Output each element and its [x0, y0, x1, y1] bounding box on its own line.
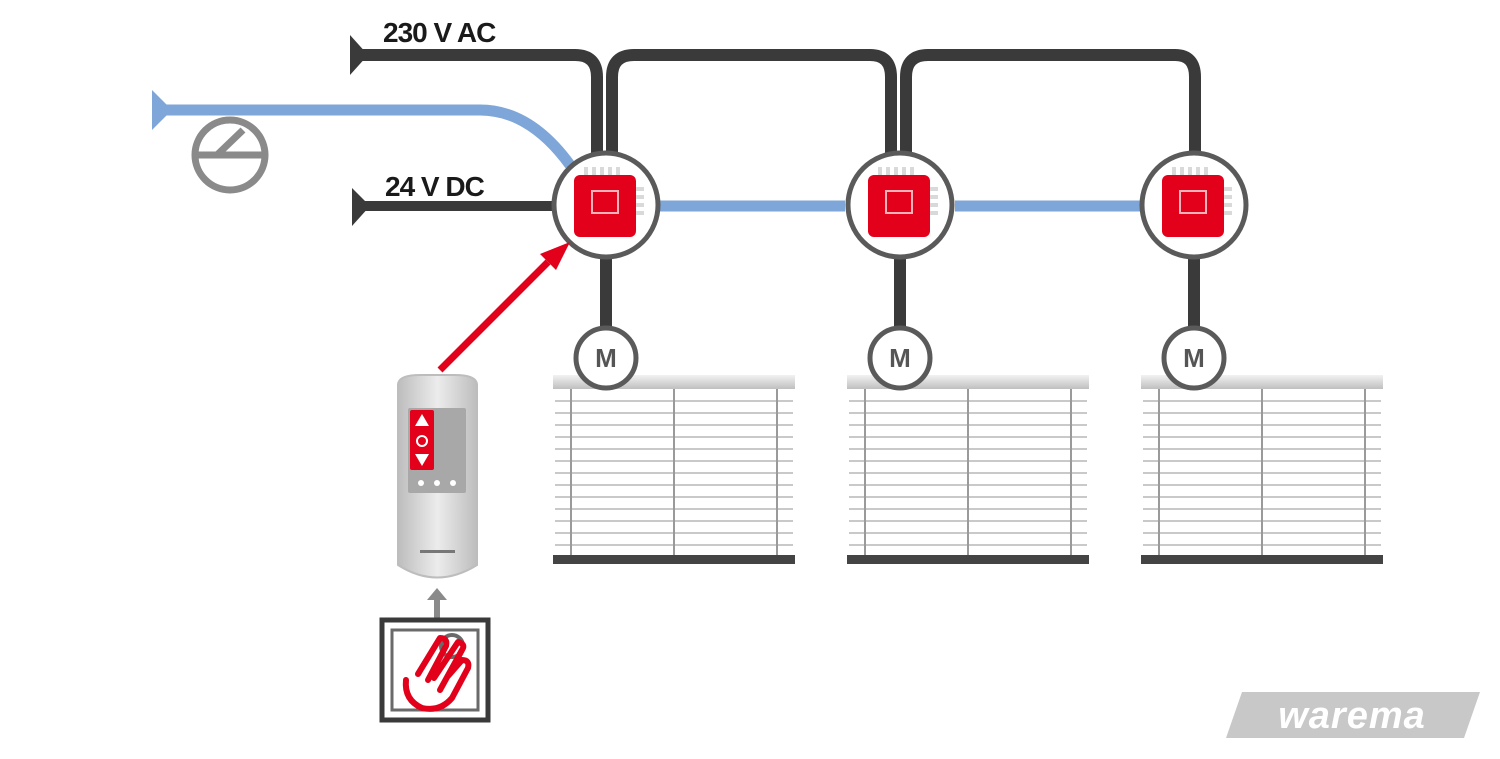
ac-supply-label: 230 V AC	[383, 17, 496, 48]
motor-2: M	[867, 325, 933, 391]
brand-logo: warema	[1226, 692, 1480, 738]
controller-1[interactable]	[551, 150, 661, 260]
blind-3[interactable]	[1141, 375, 1383, 565]
blind-1[interactable]	[553, 375, 795, 565]
remote-transmitter[interactable]	[397, 374, 478, 579]
motor-1: M	[573, 325, 639, 391]
control-bus-line	[162, 104, 1140, 212]
motor-icon	[867, 325, 933, 391]
motor-label: M	[595, 343, 617, 373]
stop-icon	[416, 435, 428, 447]
motor-3: M	[1161, 325, 1227, 391]
controller-3[interactable]	[1139, 150, 1249, 260]
ac-supply-line	[352, 49, 1201, 166]
blind-2[interactable]	[847, 375, 1089, 565]
down-arrow-icon	[415, 454, 429, 466]
motor-icon	[573, 325, 639, 391]
up-arrow-icon	[415, 414, 429, 426]
actuator-module-icon	[868, 175, 930, 237]
wireless-signal-arrow	[437, 242, 570, 373]
pairing-arrow	[427, 588, 447, 618]
bus-terminal-icon	[152, 90, 172, 130]
motor-label: M	[889, 343, 911, 373]
dc-terminal-icon	[352, 188, 370, 226]
actuator-module-icon	[574, 175, 636, 237]
wall-push-button[interactable]	[379, 617, 491, 723]
actuator-module-icon	[1162, 175, 1224, 237]
dc-supply-label: 24 V DC	[385, 171, 485, 202]
motor-icon	[1161, 325, 1227, 391]
brand-logo-text: warema	[1278, 695, 1426, 737]
controller-2[interactable]	[845, 150, 955, 260]
motor-label: M	[1183, 343, 1205, 373]
timer-switch-icon	[191, 116, 269, 194]
dc-supply-line	[352, 188, 560, 226]
pressing-hand-icon	[402, 635, 472, 712]
ac-terminal-icon	[350, 35, 368, 75]
